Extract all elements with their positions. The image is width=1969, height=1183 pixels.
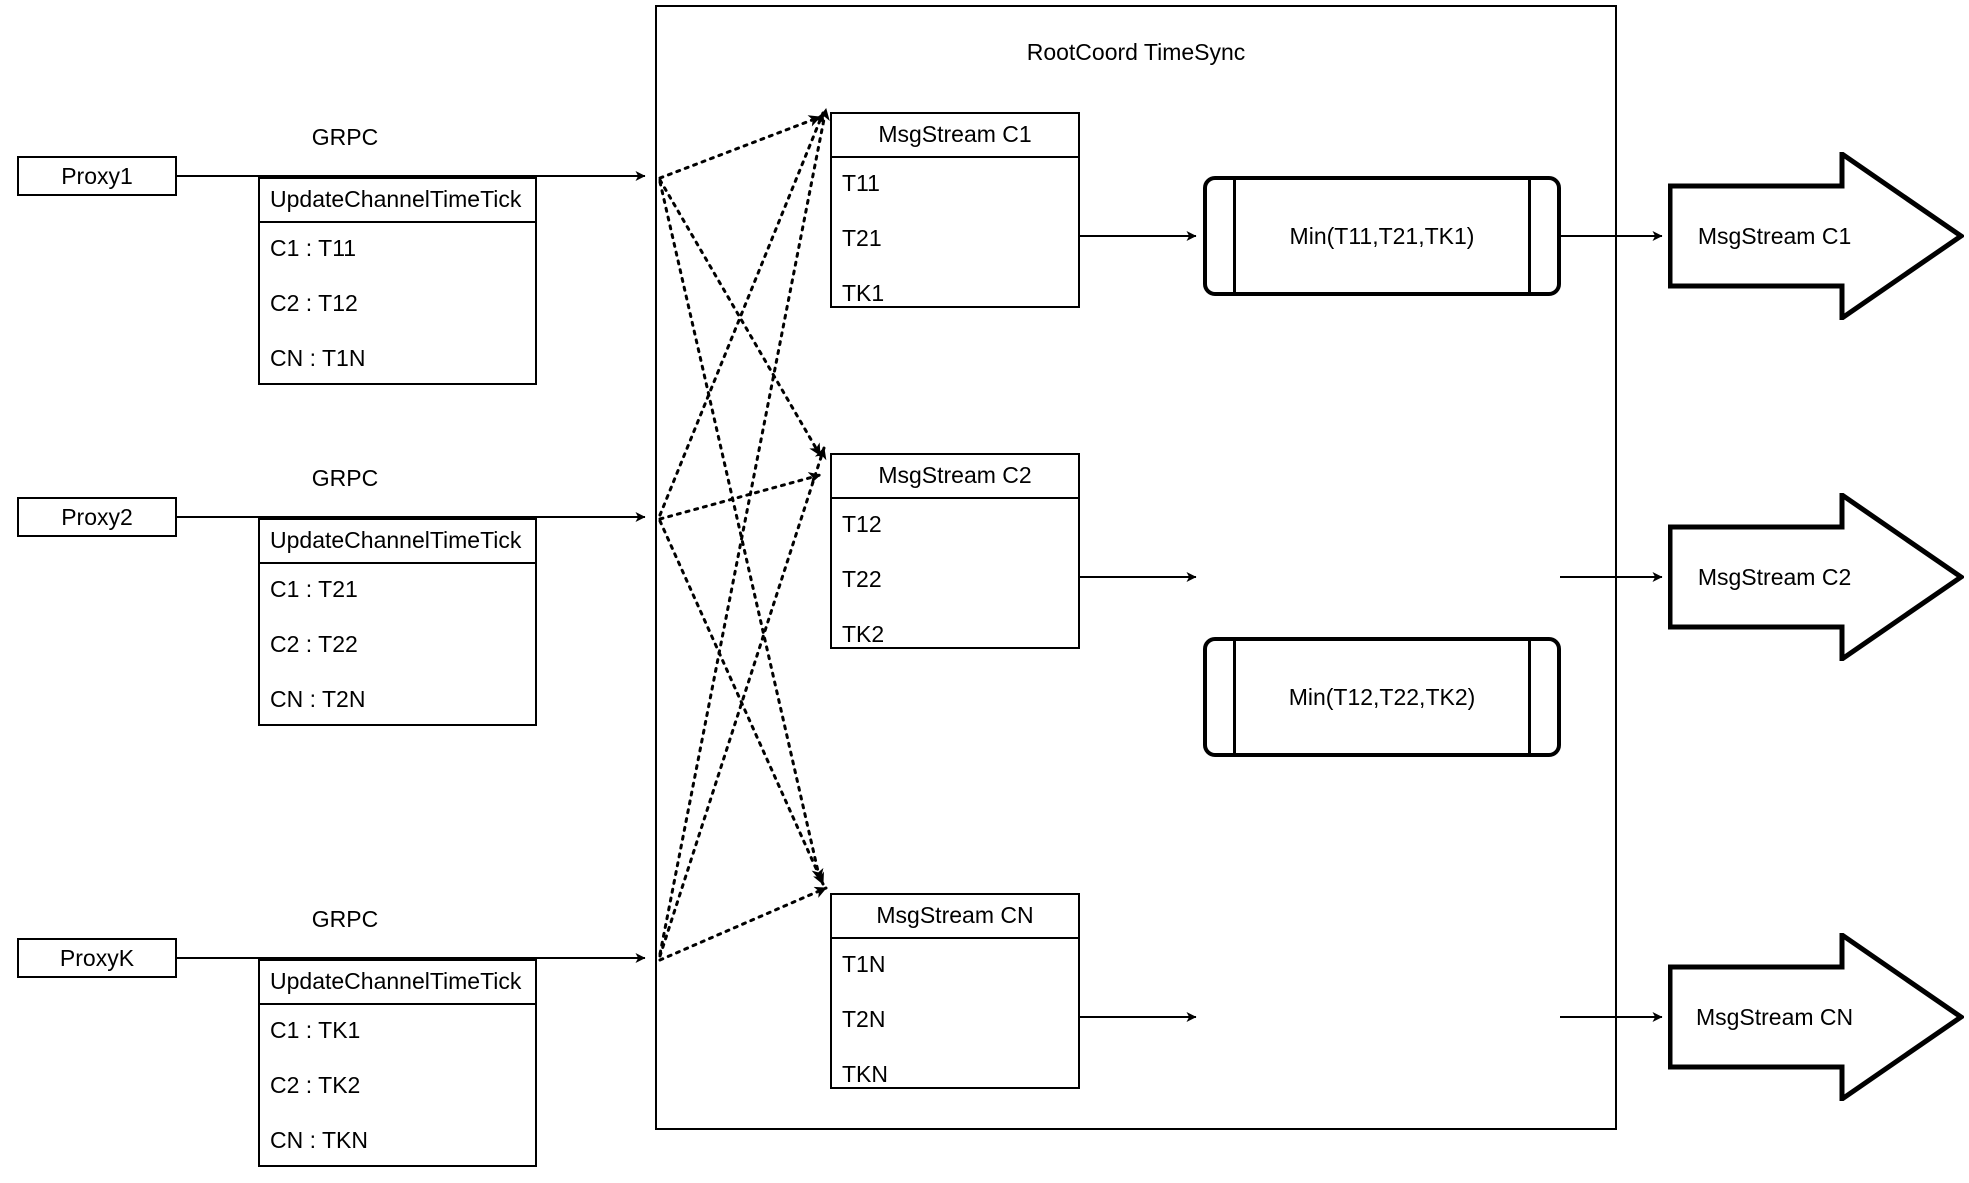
panel-title: UpdateChannelTimeTick bbox=[260, 520, 535, 564]
panel-row: CN : TKN bbox=[270, 1127, 368, 1153]
msgstream-title: MsgStream C1 bbox=[832, 114, 1078, 158]
msgstream-row: TK1 bbox=[842, 280, 885, 306]
panel-body: C1 : T21 C2 : T22 CN : T2N bbox=[260, 564, 535, 724]
output-arrow-label: MsgStream C1 bbox=[1697, 222, 1852, 249]
msgstream-body: T12 T22 TK2 bbox=[832, 499, 1078, 656]
panel-row: CN : T1N bbox=[270, 345, 366, 371]
msgstream-title: MsgStream C2 bbox=[832, 455, 1078, 499]
msgstream-row: T12 bbox=[842, 511, 882, 537]
msgstream-row: T21 bbox=[842, 225, 882, 251]
proxy-label: Proxy1 bbox=[61, 162, 133, 189]
panel-row: CN : T2N bbox=[270, 686, 366, 712]
panel-row: C1 : T11 bbox=[270, 235, 357, 261]
process-bar-left bbox=[1233, 179, 1236, 293]
proxy-label: ProxyK bbox=[59, 944, 135, 971]
update-channel-timetick-panel-k: UpdateChannelTimeTick C1 : TK1 C2 : TK2 … bbox=[258, 959, 537, 1167]
msgstream-row: T1N bbox=[842, 951, 886, 977]
min-label: Min(T12,T22,TK2) bbox=[1288, 683, 1476, 710]
msgstream-body: T11 T21 TK1 bbox=[832, 158, 1078, 315]
min-label: Min(T11,T21,TK1) bbox=[1289, 222, 1475, 249]
panel-row: C1 : TK1 bbox=[270, 1017, 361, 1043]
msgstream-title: MsgStream CN bbox=[832, 895, 1078, 939]
process-bar-right bbox=[1528, 179, 1531, 293]
panel-body: C1 : TK1 C2 : TK2 CN : TKN bbox=[260, 1005, 535, 1165]
panel-row: C1 : T21 bbox=[270, 576, 358, 602]
msgstream-row: T2N bbox=[842, 1006, 886, 1032]
output-arrow-c1: MsgStream C1 bbox=[1668, 152, 1964, 320]
grpc-label-2: GRPC bbox=[311, 465, 379, 491]
msgstream-row: TKN bbox=[842, 1061, 888, 1087]
panel-body: C1 : T11 C2 : T12 CN : T1N bbox=[260, 223, 535, 383]
proxy-box-1[interactable]: Proxy1 bbox=[17, 156, 177, 196]
grpc-label-k: GRPC bbox=[311, 906, 379, 932]
output-arrow-c2: MsgStream C2 bbox=[1668, 493, 1964, 661]
process-bar-right bbox=[1528, 640, 1531, 754]
process-bar-left bbox=[1233, 640, 1236, 754]
panel-title: UpdateChannelTimeTick bbox=[260, 961, 535, 1005]
panel-title: UpdateChannelTimeTick bbox=[260, 179, 535, 223]
grpc-label-1: GRPC bbox=[311, 124, 379, 150]
msgstream-row: T22 bbox=[842, 566, 882, 592]
panel-row: C2 : T12 bbox=[270, 290, 358, 316]
update-channel-timetick-panel-1: UpdateChannelTimeTick C1 : T11 C2 : T12 … bbox=[258, 177, 537, 385]
proxy-box-2[interactable]: Proxy2 bbox=[17, 497, 177, 537]
msgstream-panel-c2: MsgStream C2 T12 T22 TK2 bbox=[830, 453, 1080, 649]
msgstream-row: TK2 bbox=[842, 621, 885, 647]
msgstream-panel-cn: MsgStream CN T1N T2N TKN bbox=[830, 893, 1080, 1089]
update-channel-timetick-panel-2: UpdateChannelTimeTick C1 : T21 C2 : T22 … bbox=[258, 518, 537, 726]
min-process-c1: Min(T11,T21,TK1) bbox=[1203, 176, 1561, 296]
output-arrow-cn: MsgStream CN bbox=[1668, 933, 1964, 1101]
msgstream-body: T1N T2N TKN bbox=[832, 939, 1078, 1096]
panel-row: C2 : TK2 bbox=[270, 1072, 361, 1098]
min-process-c2: Min(T12,T22,TK2) bbox=[1203, 637, 1561, 757]
panel-row: C2 : T22 bbox=[270, 631, 358, 657]
rootcoord-timesync-title: RootCoord TimeSync bbox=[1026, 39, 1246, 65]
proxy-box-k[interactable]: ProxyK bbox=[17, 938, 177, 978]
proxy-label: Proxy2 bbox=[61, 503, 133, 530]
output-arrow-label: MsgStream CN bbox=[1695, 1003, 1854, 1030]
rootcoord-timesync-container bbox=[655, 5, 1617, 1130]
msgstream-row: T11 bbox=[842, 170, 880, 196]
output-arrow-label: MsgStream C2 bbox=[1697, 563, 1852, 590]
msgstream-panel-c1: MsgStream C1 T11 T21 TK1 bbox=[830, 112, 1080, 308]
